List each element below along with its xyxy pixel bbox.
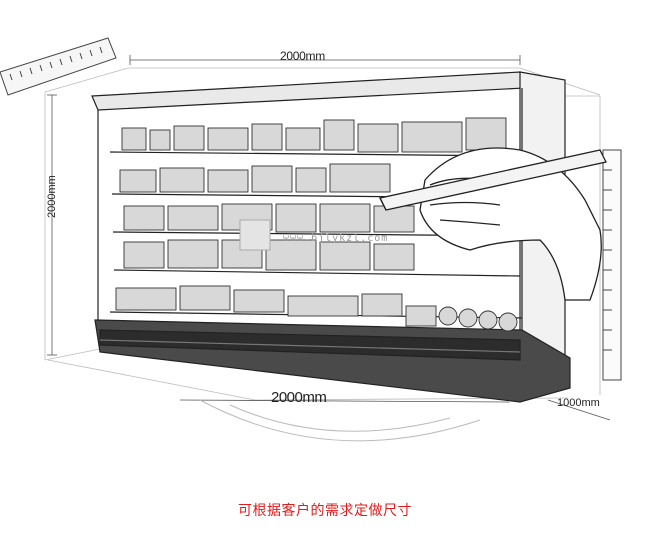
watermark-logo	[239, 219, 271, 251]
ruler-right	[602, 149, 622, 381]
dimension-depth-side: 1000mm	[557, 397, 600, 409]
dimension-lines	[47, 55, 611, 421]
dimension-height-left: 2000mm	[46, 175, 58, 218]
dimension-width-top: 2000mm	[280, 49, 325, 63]
protractor	[199, 399, 481, 442]
dimension-width-bottom: 2000mm	[271, 389, 327, 406]
caption-text: 可根据客户的需求定做尺寸	[238, 503, 412, 519]
ruler-top-left	[0, 37, 117, 96]
product-rows	[115, 117, 518, 332]
watermark-text: www.bjlykzl.com	[283, 233, 389, 244]
hand-with-pencil	[379, 147, 607, 301]
